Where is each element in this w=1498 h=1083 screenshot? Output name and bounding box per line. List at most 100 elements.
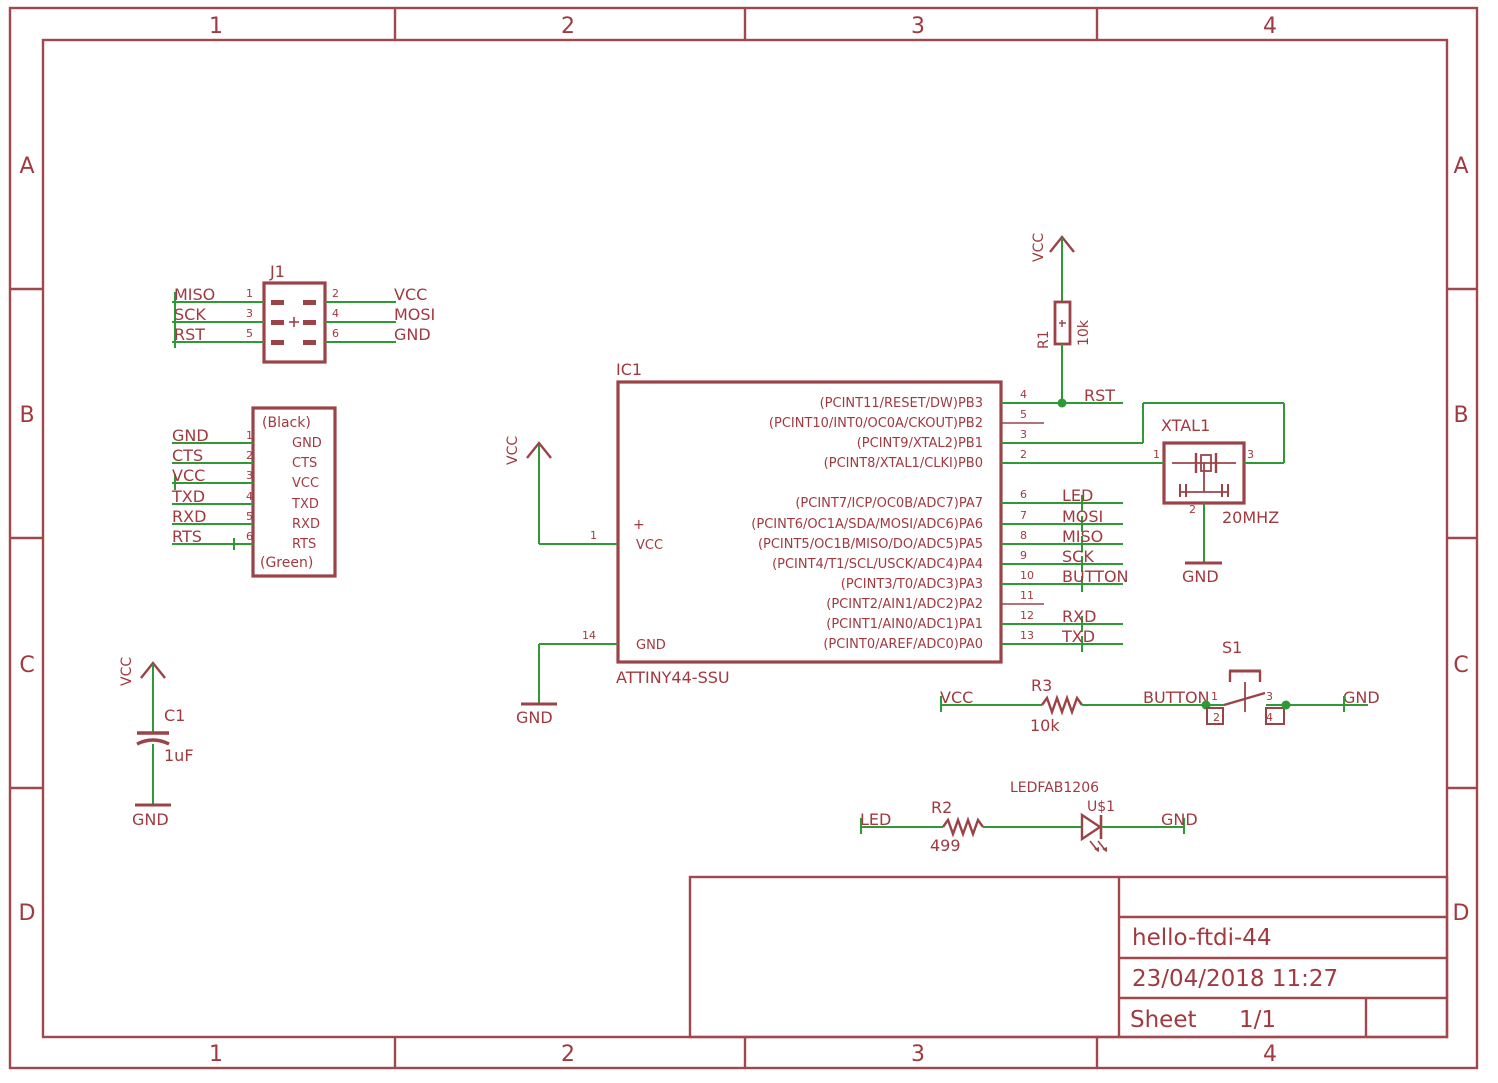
title-block: hello-ftdi-44 23/04/2018 11:27 Sheet 1/1: [688, 875, 1449, 1039]
ic1-pin-label-pcint11-reset-dw-pb3: (PCINT11/RESET/DW)PB3: [820, 396, 983, 411]
led-value: LEDFAB1206: [1010, 780, 1099, 796]
ic1-right-pins: (PCINT11/RESET/DW)PB34(PCINT10/INT0/OC0A…: [751, 388, 1129, 652]
ic1-pin-label-pcint10-int0-oc0a-ckout-pb2: (PCINT10/INT0/OC0A/CKOUT)PB2: [769, 416, 983, 431]
j1-name: J1: [269, 262, 285, 281]
s1-pin-3: 3: [1266, 690, 1273, 703]
ftdi-pin-3: 3: [246, 469, 253, 482]
ic1-gnd-supply: GND: [516, 643, 618, 727]
s1-name: S1: [1222, 638, 1242, 657]
frame-col-2-bottom: 2: [561, 1042, 575, 1067]
c1-name: C1: [164, 706, 185, 725]
s1-net-button: BUTTON: [1143, 688, 1210, 707]
r3-value: 10k: [1030, 716, 1060, 735]
ftdi-pinlabel-rxd: RXD: [292, 517, 320, 532]
ic1-net-label-rxd: RXD: [1062, 607, 1096, 626]
ic1-pin-num-13: 13: [1020, 629, 1034, 642]
s1-gnd-label: GND: [1343, 688, 1380, 707]
ftdi-top-label: (Black): [262, 415, 311, 431]
frame-col-2-top: 2: [561, 14, 575, 39]
ic1-pin-num-8: 8: [1020, 529, 1027, 542]
frame-row-c-left: C: [19, 653, 34, 678]
ftdi-pin-1: 1: [246, 429, 253, 442]
xtal1-pin-1: 1: [1153, 448, 1160, 461]
frame-row-d-left: D: [19, 901, 36, 926]
c1-vcc-label: VCC: [119, 657, 135, 686]
frame-row-a-left: A: [19, 154, 34, 179]
r2-net-led: LED: [860, 810, 891, 829]
title-block-sheet-value: 1/1: [1239, 1007, 1276, 1033]
j1-pin-1: 1: [246, 287, 253, 300]
r2-value: 499: [930, 836, 961, 855]
ic1-pin-gnd-label: GND: [636, 638, 666, 653]
ic1-pin-label-pcint9-xtal2-pb1: (PCINT9/XTAL2)PB1: [857, 436, 983, 451]
xtal1-value: 20MHZ: [1222, 508, 1279, 527]
drawing-frame: 1 2 3 4 1 2 3 4 A B C D A B C D: [8, 6, 1479, 1070]
ic1-net-label-sck: SCK: [1062, 547, 1094, 566]
ic1-pin-num-6: 6: [1020, 488, 1027, 501]
frame-col-3-bottom: 3: [911, 1042, 925, 1067]
ic1-gnd-symbol-label: GND: [516, 708, 553, 727]
j1-pin-6: 6: [332, 327, 339, 340]
ic1-pin-label-pcint6-oc1a-sda-mosi-adc6-pa6: (PCINT6/OC1A/SDA/MOSI/ADC6)PA6: [751, 517, 983, 532]
frame-row-b-right: B: [1453, 403, 1468, 428]
j1-pin-2: 2: [332, 287, 339, 300]
title-block-date: 23/04/2018 11:27: [1132, 966, 1338, 992]
ic1-pin-label-pcint5-oc1b-miso-do-adc5-pa5: (PCINT5/OC1B/MISO/DO/ADC5)PA5: [758, 537, 983, 552]
ic1-pin-label-pcint2-ain1-adc2-pa2: (PCINT2/AIN1/ADC2)PA2: [826, 597, 983, 612]
r1-vcc-label: VCC: [1031, 233, 1047, 262]
ic1-net-label-led: LED: [1062, 486, 1093, 505]
ftdi-net-gnd: GND: [172, 426, 209, 445]
frame-col-4-top: 4: [1263, 14, 1277, 39]
ic1-pin-num-11: 11: [1020, 589, 1034, 602]
frame-row-c-right: C: [1453, 653, 1468, 678]
ftdi-net-txd: TXD: [171, 487, 205, 506]
ic1-net-label-miso: MISO: [1062, 527, 1103, 546]
ftdi-net-cts: CTS: [172, 446, 203, 465]
ic1-pin-num-2: 2: [1020, 448, 1027, 461]
ic1-pin-vcc-label: VCC: [636, 538, 663, 553]
ic1-pin-label-pcint0-aref-adc0-pa0: (PCINT0/AREF/ADC0)PA0: [823, 637, 983, 652]
ftdi-pinlabel-cts: CTS: [292, 456, 317, 471]
r1-resistor: VCC R1 10k RST: [1031, 233, 1115, 408]
ic1-pin-num-12: 12: [1020, 609, 1034, 622]
ftdi-pinlabel-rts: RTS: [292, 537, 316, 552]
frame-col-1-bottom: 1: [209, 1042, 223, 1067]
ic1-pin-1-num: 1: [590, 529, 597, 542]
ic1-attiny44: IC1 ATTINY44-SSU + VCC GND 1 14 (PCINT11…: [582, 360, 1129, 687]
r3-name: R3: [1031, 676, 1052, 695]
led-name: U$1: [1087, 799, 1115, 815]
ic1-vcc-supply: VCC: [505, 436, 618, 545]
frame-row-a-right: A: [1453, 154, 1468, 179]
ic1-pin-num-3: 3: [1020, 428, 1027, 441]
c1-value: 1uF: [164, 746, 194, 765]
ftdi-pin-4: 4: [246, 490, 253, 503]
c1-capacitor: VCC C1 1uF GND: [119, 657, 194, 829]
j1-net-miso: MISO: [174, 285, 215, 304]
ic1-name: IC1: [616, 360, 642, 379]
j1-net-vcc: VCC: [394, 285, 427, 304]
r1-name: R1: [1036, 330, 1052, 349]
j1-net-sck: SCK: [174, 305, 206, 324]
title-block-sheet-label: Sheet: [1130, 1007, 1197, 1033]
ic1-value: ATTINY44-SSU: [616, 668, 730, 687]
title-block-title: hello-ftdi-44: [1132, 925, 1272, 951]
c1-gnd-label: GND: [132, 810, 169, 829]
xtal1-pin-3: 3: [1247, 448, 1254, 461]
r1-value: 10k: [1076, 319, 1092, 346]
ic1-net-label-mosi: MOSI: [1062, 507, 1103, 526]
ftdi-bottom-label: (Green): [260, 555, 313, 571]
frame-col-3-top: 3: [911, 14, 925, 39]
j1-isp-header: J1 1 2 3 4 5 6 MISO VCC SCK MOSI RST GND: [172, 262, 435, 364]
r3-vcc-label: VCC: [940, 688, 973, 707]
xtal1-name: XTAL1: [1161, 416, 1210, 435]
j1-pin-5: 5: [246, 327, 253, 340]
j1-pin-4: 4: [332, 307, 339, 320]
s1-pin-2: 2: [1213, 711, 1220, 724]
r1-net-rst: RST: [1084, 386, 1115, 405]
xtal1-pin-2: 2: [1189, 503, 1196, 516]
ftdi-pinlabel-gnd: GND: [292, 436, 322, 451]
frame-col-1-top: 1: [209, 14, 223, 39]
r2-name: R2: [931, 798, 952, 817]
ftdi-pin-5: 5: [246, 510, 253, 523]
